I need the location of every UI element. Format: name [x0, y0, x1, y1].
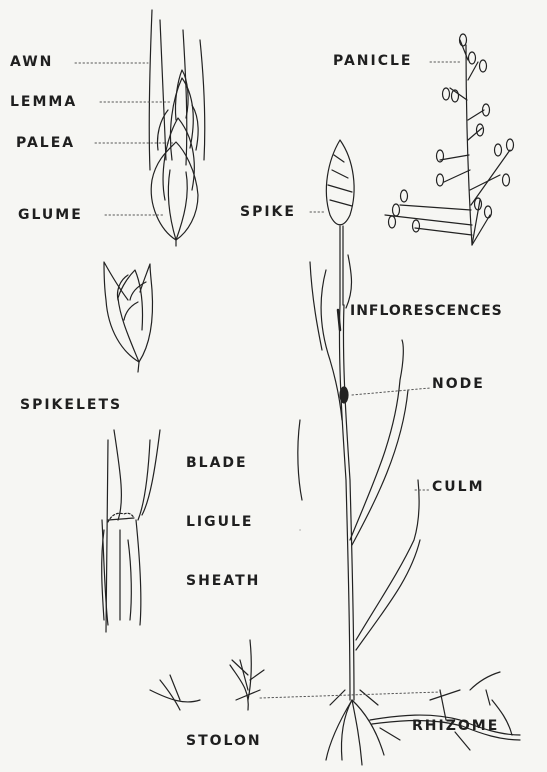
label-inflorescences: INFLORESCENCES — [350, 303, 503, 319]
culm-drawing — [298, 262, 420, 700]
label-rhizome: RHIZOME — [412, 718, 499, 734]
label-stolon: STOLON — [186, 733, 262, 749]
label-blade: BLADE — [186, 455, 248, 471]
leader-lines — [75, 62, 462, 698]
label-lemma: LEMMA — [10, 94, 77, 110]
label-node: NODE — [432, 376, 485, 392]
label-sheath: SHEATH — [186, 573, 260, 589]
label-ligule: LIGULE — [186, 514, 253, 530]
spike-drawing — [326, 140, 354, 308]
spikelet-drawing — [104, 262, 152, 372]
label-awn: AWN — [10, 54, 53, 70]
label-spikelets: SPIKELETS — [20, 397, 122, 413]
awned-spikelet-drawing — [149, 10, 205, 246]
label-panicle: PANICLE — [333, 53, 413, 69]
label-culm: CULM — [432, 479, 485, 495]
label-spike: SPIKE — [240, 204, 296, 220]
ligule-detail-drawing — [102, 430, 160, 632]
label-palea: PALEA — [16, 135, 75, 151]
label-glume: GLUME — [18, 207, 83, 223]
